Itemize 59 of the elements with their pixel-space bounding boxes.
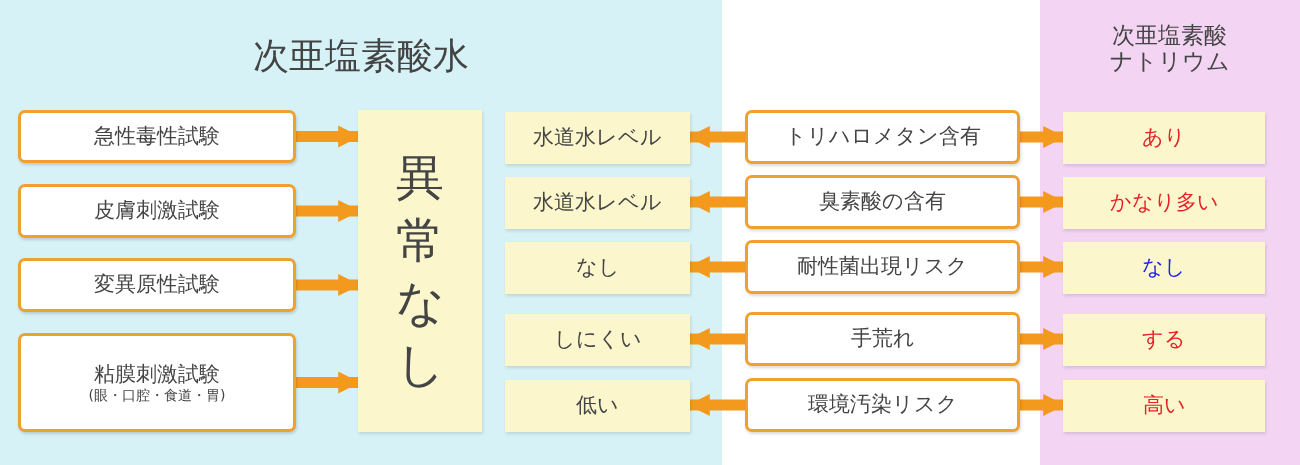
process-box — [745, 240, 1020, 294]
arrow — [687, 126, 745, 148]
box-label: (眼・口腔・食道・胃) — [88, 386, 226, 404]
process-box — [18, 110, 296, 163]
box-label: かなり多い — [1109, 190, 1219, 216]
arrow — [296, 274, 361, 296]
result-box — [1063, 380, 1265, 432]
box-label: 変異原性試験 — [94, 272, 220, 298]
panel-background — [1040, 0, 1300, 465]
box-label: 臭素酸の含有 — [819, 189, 946, 215]
panel-title: 次亜塩素酸水 — [253, 34, 469, 78]
box-label: 急性毒性試験 — [94, 123, 220, 150]
result-box — [505, 177, 690, 229]
arrow — [687, 191, 745, 213]
box-label: 環境汚染リスク — [807, 392, 958, 418]
arrow — [687, 256, 745, 278]
box-label: トリハロメタン含有 — [784, 124, 981, 150]
box-label: 粘膜刺激試験 — [94, 361, 220, 387]
arrow — [1020, 394, 1066, 416]
result-box — [505, 314, 690, 366]
box-label: あり — [1142, 125, 1186, 151]
result-box — [505, 112, 690, 164]
box-label: 耐性菌出現リスク — [797, 254, 968, 280]
result-box — [1063, 112, 1265, 164]
result-box — [505, 242, 690, 294]
arrow — [296, 125, 361, 148]
result-box — [1063, 242, 1265, 294]
process-box — [745, 110, 1020, 164]
process-box — [745, 175, 1020, 229]
arrow — [1020, 126, 1066, 148]
box-label: しにくい — [553, 327, 642, 353]
process-box — [745, 378, 1020, 432]
result-box — [1063, 177, 1265, 229]
box-label: 手荒れ — [850, 326, 915, 352]
result-box — [505, 380, 690, 432]
box-label: 水道水レベル — [533, 125, 662, 151]
process-box — [745, 312, 1020, 366]
box-label: なし — [1142, 255, 1186, 281]
result-box — [358, 110, 482, 432]
arrow — [1020, 191, 1066, 213]
box-label: 低い — [576, 393, 619, 419]
box-label: なし — [575, 255, 620, 281]
panel-title: 次亜塩素酸ナトリウム — [1109, 22, 1231, 75]
box-label: 高い — [1142, 393, 1186, 419]
box-label: 水道水レベル — [533, 190, 662, 216]
arrow — [1020, 256, 1066, 278]
arrow — [1020, 328, 1066, 350]
box-label: 皮膚刺激試験 — [94, 198, 220, 224]
process-box — [18, 184, 296, 238]
arrow — [296, 371, 361, 394]
arrow — [687, 328, 745, 350]
panel-background — [0, 0, 722, 465]
arrow — [296, 200, 361, 222]
box-label: 異常なし — [396, 148, 444, 395]
arrow — [687, 394, 745, 416]
box-label: する — [1142, 327, 1186, 353]
result-box — [1063, 314, 1265, 366]
process-box — [18, 258, 296, 312]
process-box — [18, 333, 296, 432]
